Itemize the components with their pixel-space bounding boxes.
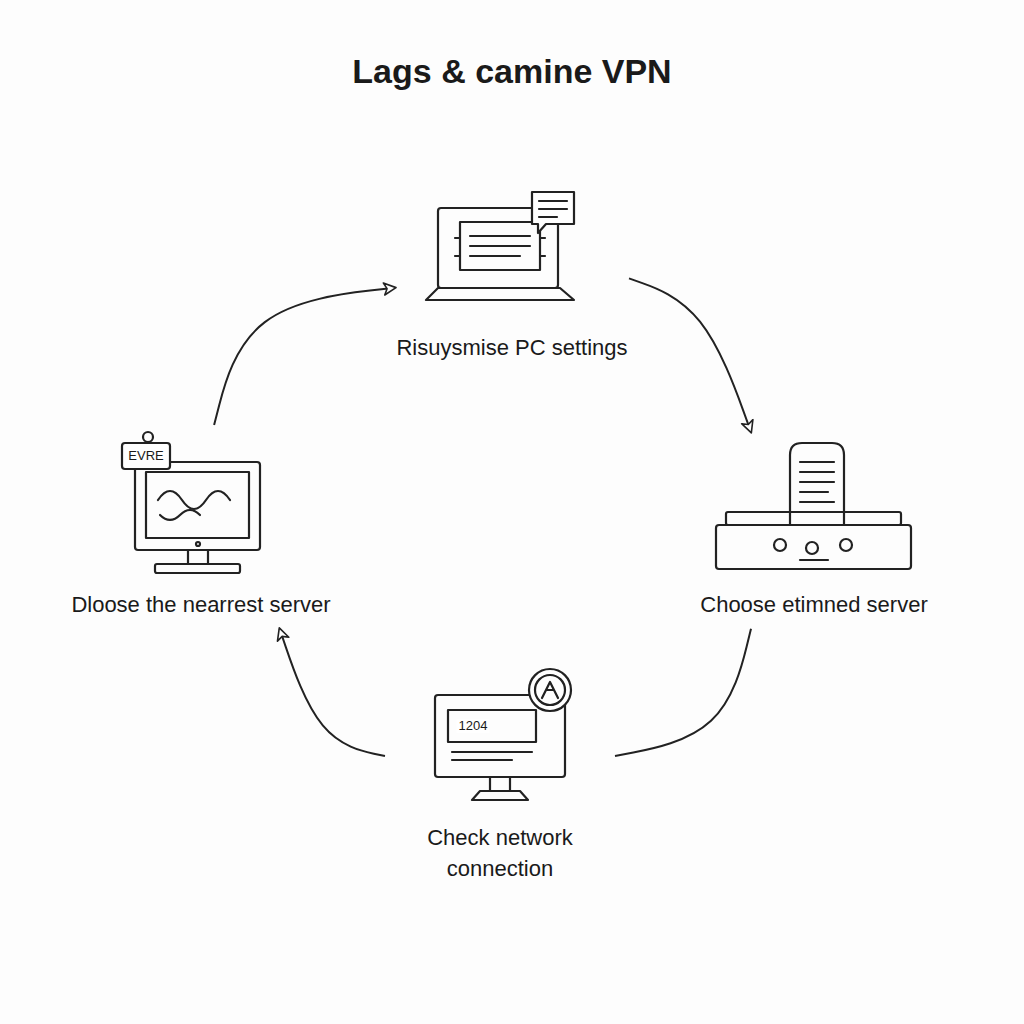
flow-arrow xyxy=(629,278,751,432)
flow-arrow xyxy=(214,288,395,425)
screen-label: EVRE xyxy=(126,449,165,463)
laptop-icon xyxy=(426,192,574,300)
step-node: Choose etimned server xyxy=(688,432,940,629)
step-caption: Check network connection xyxy=(385,823,615,885)
server-icon xyxy=(716,443,911,569)
step-caption: Risuysmise PC settings xyxy=(395,333,629,364)
step-node: Risuysmise PC settings xyxy=(395,185,629,372)
step-caption: Dloose the nearrest server xyxy=(70,590,332,621)
flow-arrow xyxy=(280,629,385,756)
screen-label: 1204 xyxy=(457,719,490,733)
step-node: Dloose the nearrest server xyxy=(70,425,332,629)
step-caption: Choose etimned server xyxy=(688,590,940,621)
diagram-title: Lags & camine VPN xyxy=(0,52,1024,91)
monitor-icon xyxy=(435,669,571,800)
step-node: Check network connection xyxy=(385,665,615,893)
monitor-icon xyxy=(122,432,260,573)
flow-arrow xyxy=(615,629,751,756)
